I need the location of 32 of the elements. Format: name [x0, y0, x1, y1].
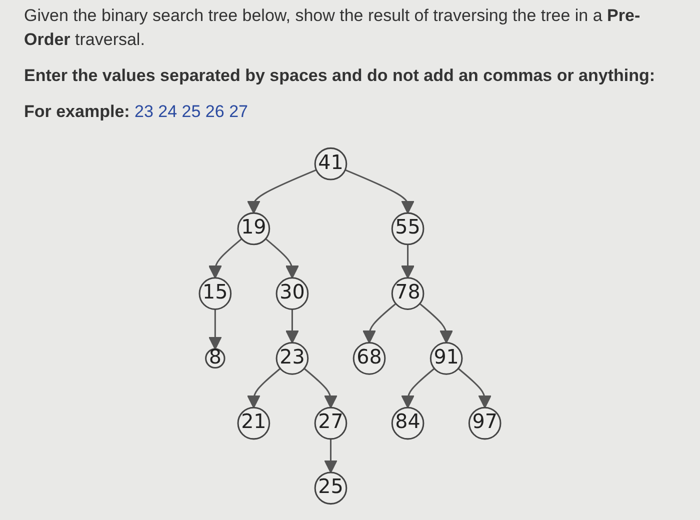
- arrow: [458, 368, 492, 408]
- node-circle: 97: [468, 406, 502, 440]
- node-circle: 78: [391, 277, 424, 310]
- arrow: [362, 303, 396, 344]
- node-circle: 8: [205, 348, 226, 369]
- node-circle: 30: [276, 277, 309, 310]
- example-text: For example: 23 24 25 26 27: [24, 101, 249, 123]
- arrow: [401, 244, 414, 279]
- instruction-text: Enter the values separated by spaces and do not add an commas or anything:: [24, 65, 656, 87]
- arrow: [286, 309, 299, 344]
- arrow: [324, 438, 338, 474]
- arrow: [304, 368, 338, 408]
- arrow: [419, 303, 454, 344]
- node-circle: 23: [276, 342, 309, 375]
- node-circle: 27: [314, 406, 348, 440]
- arrow: [208, 238, 242, 279]
- node-circle: 91: [430, 342, 463, 375]
- arrow: [246, 169, 317, 214]
- node-circle: 19: [237, 212, 270, 246]
- arrow: [246, 368, 281, 408]
- node-circle: 84: [391, 406, 424, 440]
- node-circle: 68: [352, 342, 386, 375]
- arrow: [401, 368, 435, 408]
- arrow: [265, 238, 299, 279]
- node-circle: 15: [198, 277, 232, 310]
- arrow: [344, 169, 414, 214]
- node-circle: 21: [237, 406, 270, 440]
- node-circle: 25: [314, 472, 348, 505]
- node-circle: 41: [314, 147, 348, 180]
- node-circle: 55: [391, 212, 424, 246]
- arrow: [208, 309, 222, 350]
- question-text: Given the binary search tree below, show the result of traversing the tree in a Pre-Order traversal.: [24, 5, 642, 51]
